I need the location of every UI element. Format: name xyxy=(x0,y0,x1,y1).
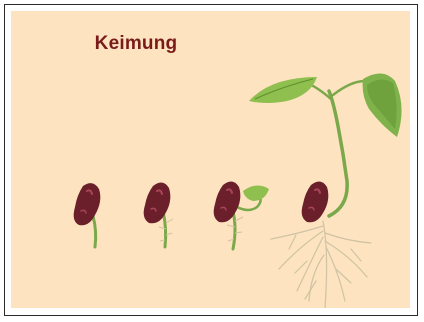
illustration-panel: Keimung xyxy=(11,11,410,308)
stage-2-seed xyxy=(144,182,171,223)
stage-4-branch-right xyxy=(333,81,365,95)
germination-illustration xyxy=(11,11,410,308)
stage-3-root xyxy=(233,211,235,249)
stage-4-seed xyxy=(302,181,329,222)
stage-3-leaf xyxy=(243,185,269,201)
stage-1-radicle xyxy=(93,216,96,247)
stage-3-seed xyxy=(214,181,241,222)
figure-frame: Keimung xyxy=(4,4,418,316)
stage-4-root-system xyxy=(271,221,371,308)
stage-2-group xyxy=(144,182,173,247)
stage-1-seed xyxy=(74,183,101,225)
stage-4-stem xyxy=(329,91,347,216)
stage-1-group xyxy=(74,183,101,247)
stage-3-group xyxy=(214,181,269,249)
stage-4-group xyxy=(249,73,402,308)
